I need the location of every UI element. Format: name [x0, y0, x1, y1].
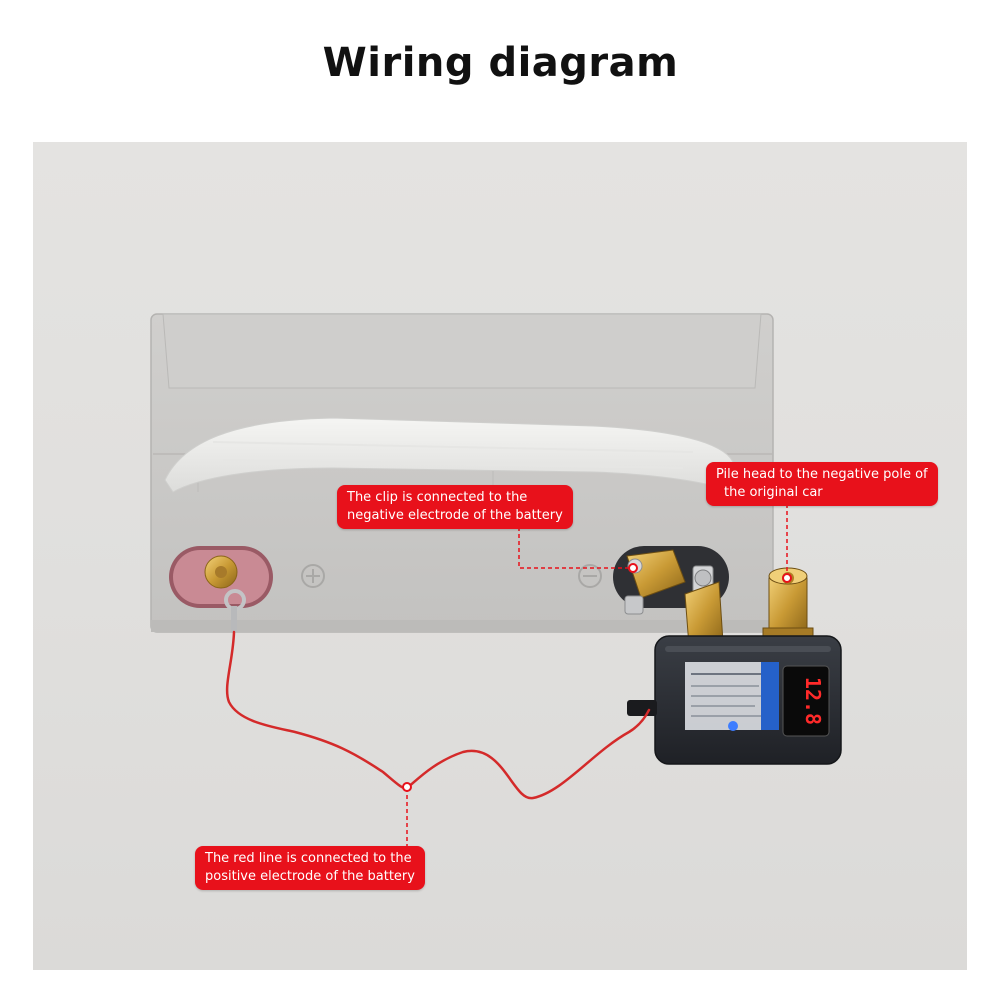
clip-callout: The clip is connected to the negative el… [337, 485, 573, 529]
wiring-illustration: 12.8 [150, 313, 842, 846]
disconnect-switch: 12.8 [627, 635, 842, 765]
battery-clamp [624, 549, 724, 647]
positive-terminal [169, 546, 325, 632]
voltage-display: 12.8 [801, 677, 825, 725]
leader-lines [406, 504, 788, 846]
pile-callout: Pile head to the negative pole of the or… [706, 462, 938, 506]
leader-dots [402, 563, 792, 792]
red-line-callout-line1: The red line is connected to the [205, 851, 412, 866]
wiring-photo: 12.8 The clip is connected to the negati… [33, 142, 967, 970]
red-line-callout: The red line is connected to the positiv… [195, 846, 425, 890]
pile-callout-line2: the original car [724, 485, 823, 500]
page-title: Wiring diagram [322, 40, 679, 86]
clip-callout-line1: The clip is connected to the [347, 490, 528, 505]
clip-callout-line2: negative electrode of the battery [347, 508, 563, 523]
red-wire [225, 630, 651, 800]
battery [150, 313, 774, 633]
pile-callout-line1: Pile head to the negative pole of [716, 467, 928, 482]
red-line-callout-line2: positive electrode of the battery [205, 869, 415, 884]
